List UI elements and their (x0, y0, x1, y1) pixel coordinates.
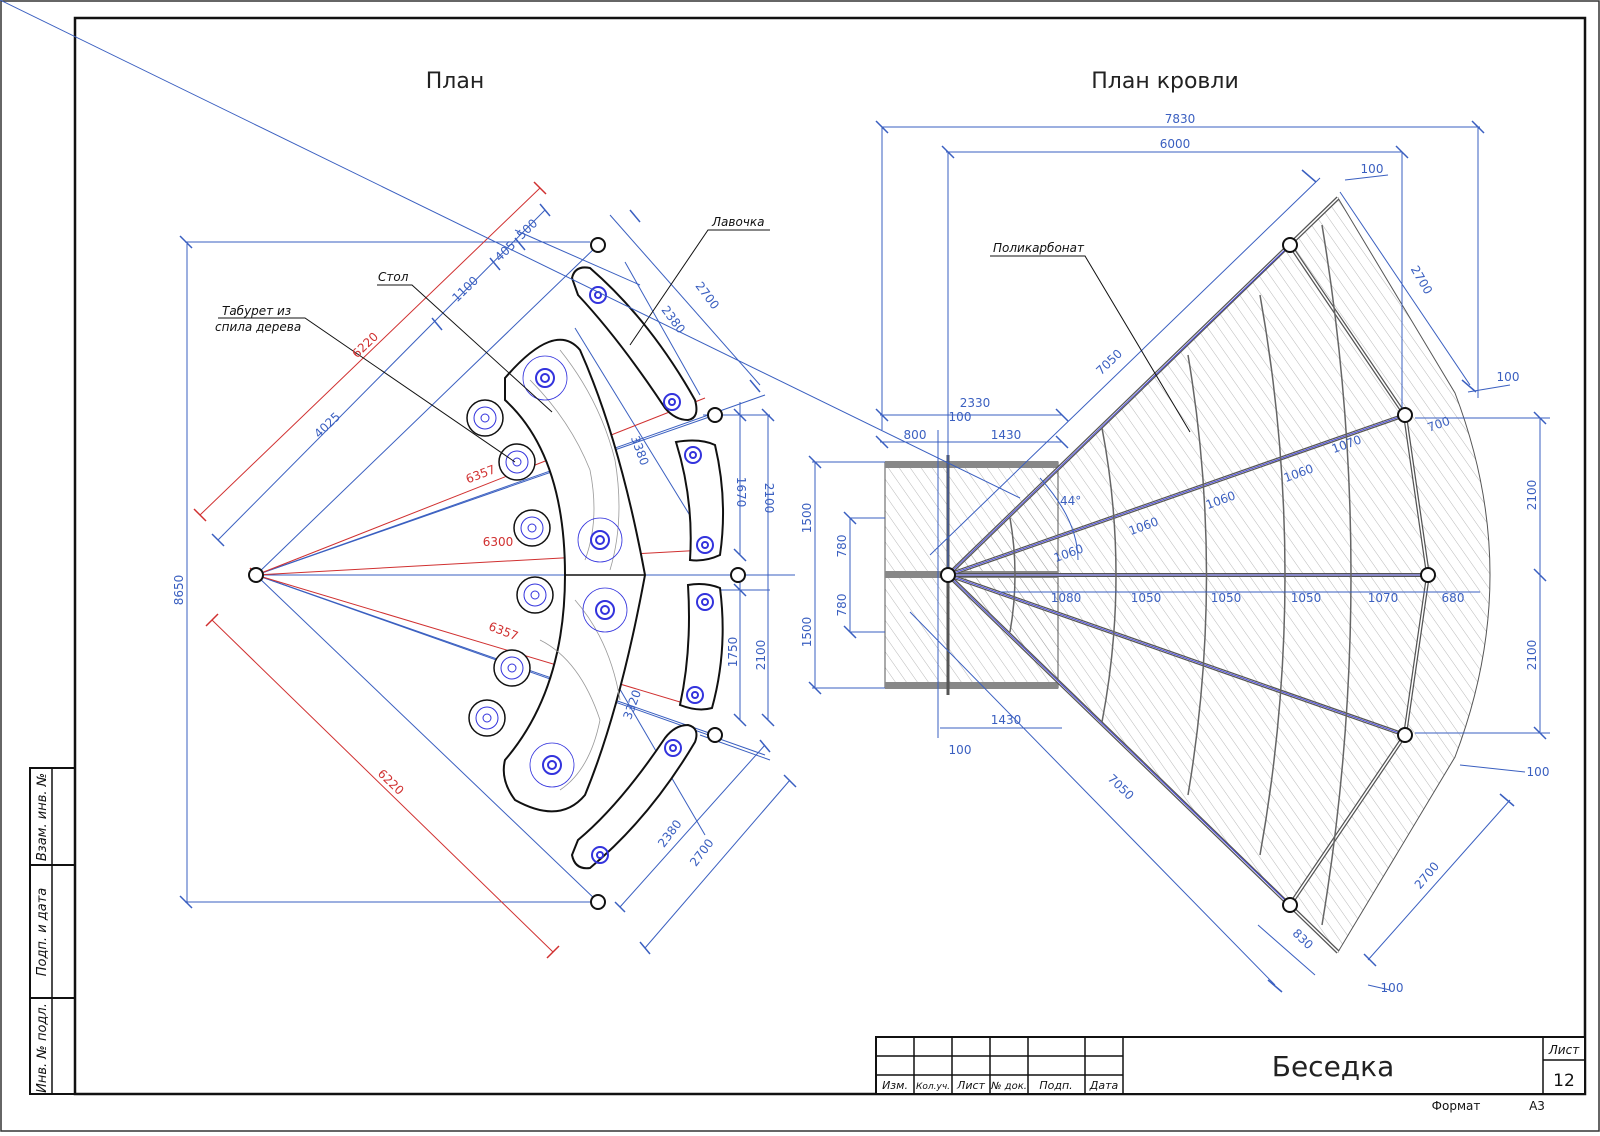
dim-2100-top: 2100 (762, 483, 776, 514)
dim-2700-top: 2700 (1408, 263, 1435, 296)
plan-columns (248, 237, 746, 910)
plan-dimension-ticks (179, 203, 797, 955)
dim-1750: 1750 (726, 637, 740, 668)
dim-1500-bottom: 1500 (800, 617, 814, 648)
tb-drawing-name: Беседка (1272, 1050, 1395, 1083)
dim-6000: 6000 (1160, 137, 1191, 151)
roof-dimension-lines (0, 0, 1550, 991)
tb-izm: Изм. (882, 1079, 908, 1092)
dim-100-b: 100 (1497, 370, 1520, 384)
roof-plan-view: Поликарбонат 44° 7830 6000 100 2700 7050… (0, 0, 1550, 995)
dim-6357-top: 6357 (464, 462, 498, 486)
dim-1080: 1080 (1051, 591, 1082, 605)
dim-500: 500 (514, 216, 540, 242)
dim-7050-bottom: 7050 (1105, 771, 1137, 802)
benches (570, 266, 725, 870)
dim-100-a: 100 (1361, 162, 1384, 176)
dim-1430-bottom: 1430 (991, 713, 1022, 727)
dim-100-f: 100 (1381, 981, 1404, 995)
polycarbonate-leader (990, 255, 1191, 433)
stool-label-line1: Табурет из (222, 304, 291, 318)
table (502, 338, 647, 813)
dim-1050-c: 1050 (1291, 591, 1322, 605)
dim-3380: 3380 (628, 434, 652, 467)
inv-no-label: Инв. № подл. (35, 1003, 50, 1093)
stool-label-line2: спила дерева (215, 320, 301, 334)
dim-2100-bottom: 2100 (1525, 640, 1539, 671)
roof-plan-title: План кровли (1091, 69, 1239, 94)
stool-rings (473, 406, 547, 730)
plan-leaders (218, 229, 770, 463)
roof-purlins (1009, 224, 1352, 926)
tb-podp: Подп. (1039, 1079, 1072, 1092)
dim-1670: 1670 (734, 477, 748, 508)
dim-800: 800 (904, 428, 927, 442)
tb-doc-no: № док. (990, 1081, 1027, 1092)
title-block: Изм. Кол.уч. Лист № док. Подп. Дата Бесе… (875, 1036, 1586, 1113)
tb-sheet-no: 12 (1553, 1071, 1575, 1091)
dim-2380-bottom: 2380 (655, 817, 685, 850)
dim-780-top: 780 (835, 535, 849, 558)
dim-2100-bottom: 2100 (754, 640, 768, 671)
tb-list: Лист (956, 1079, 985, 1092)
replace-inv-label: Взам. инв. № (35, 773, 50, 861)
dim-2380-top: 2380 (658, 303, 688, 336)
roof-dimension-ticks (808, 120, 1547, 993)
dim-100-c: 100 (949, 410, 972, 424)
table-label: Стол (378, 270, 409, 284)
tb-kol-uch: Кол.уч. (916, 1082, 950, 1092)
dim-2700-bottom: 2700 (687, 836, 717, 869)
dim-6300: 6300 (483, 535, 514, 549)
tb-format-label: Формат (1432, 1099, 1481, 1113)
plan-radius-ticks (193, 181, 560, 959)
dim-830: 830 (1290, 926, 1316, 952)
dim-3320: 3320 (620, 688, 644, 721)
bench-label: Лавочка (711, 215, 764, 229)
roof-columns (940, 237, 1436, 913)
tb-sheet-label: Лист (1548, 1043, 1580, 1057)
dim-2330: 2330 (960, 396, 991, 410)
polycarbonate-label: Поликарбонат (993, 241, 1085, 255)
tb-data: Дата (1089, 1079, 1119, 1092)
drawing-frame (73, 16, 1587, 1096)
dim-6220-bottom: 6220 (375, 766, 407, 797)
dim-2100-top: 2100 (1525, 480, 1539, 511)
sign-date-label: Подп. и дата (35, 888, 50, 977)
dim-1430-top: 1430 (991, 428, 1022, 442)
dim-6357-bottom: 6357 (487, 619, 521, 643)
dim-1050-a: 1050 (1131, 591, 1162, 605)
side-stamp: Инв. № подл. Подп. и дата Взам. инв. № (29, 767, 76, 1095)
angle-44: 44° (1060, 494, 1081, 508)
stools (466, 399, 554, 737)
dim-1500-top: 1500 (800, 503, 814, 534)
bench-rings (589, 286, 714, 864)
dim-780-bottom: 780 (835, 594, 849, 617)
tb-format: А3 (1529, 1099, 1545, 1113)
dim-8650: 8650 (172, 575, 186, 606)
dim-1070-b: 1070 (1368, 591, 1399, 605)
dim-2700-bottom: 2700 (1412, 859, 1442, 891)
dim-100-d: 100 (949, 743, 972, 757)
roof-axis-lines (947, 244, 1428, 906)
dim-4025: 4025 (311, 409, 343, 440)
dim-1100: 1100 (449, 273, 481, 304)
dim-7050-top: 7050 (1093, 346, 1125, 377)
dim-2700-top: 2700 (692, 279, 722, 312)
dim-100-e: 100 (1527, 765, 1550, 779)
dim-680: 680 (1442, 591, 1465, 605)
plan-title: План (426, 69, 484, 94)
dim-1050-b: 1050 (1211, 591, 1242, 605)
plan-view: Лавочка Стол Табурет из спила дерева 865… (172, 181, 797, 959)
dim-7830: 7830 (1165, 112, 1196, 126)
